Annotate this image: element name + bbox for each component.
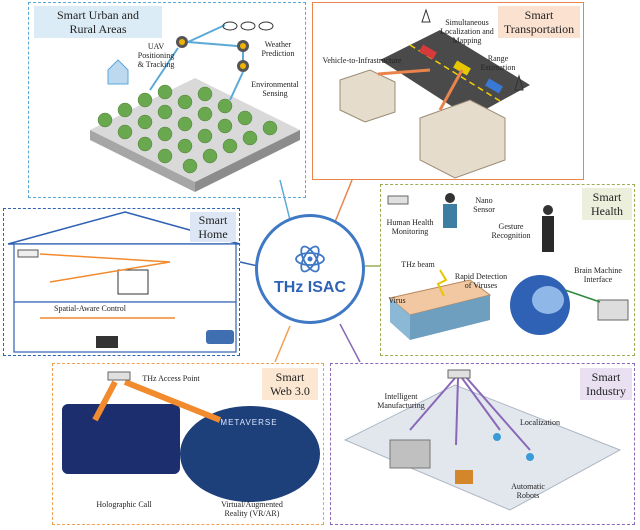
brain-head-icon: [510, 275, 629, 335]
panel-smart-urban: [28, 2, 306, 198]
title-smart-home: Smart Home: [190, 212, 236, 242]
panel-smart-health: [380, 184, 635, 356]
connector-transport: [334, 179, 353, 223]
label-metaverse: METAVERSE: [220, 418, 278, 427]
label-nano-sensor: Nano Sensor: [473, 196, 495, 214]
label-vr-ar: Virtual/Augmented Reality (VR/AR): [221, 500, 283, 518]
label-environmental-sensing: Environmental Sensing: [251, 80, 299, 98]
router-icon-health: [387, 195, 409, 205]
title-smart-urban: Smart Urban and Rural Areas: [34, 6, 162, 38]
title-smart-web: Smart Web 3.0: [262, 368, 318, 400]
house-illustration: [7, 211, 241, 353]
title-smart-health: Smart Health: [582, 188, 632, 220]
label-brain-machine-interface: Brain Machine Interface: [574, 266, 622, 284]
transport-buildings: [339, 68, 506, 179]
router-icon-industry: [447, 369, 471, 379]
label-rapid-detection: Rapid Detection of Viruses: [454, 272, 508, 290]
label-virus: Virus: [388, 296, 406, 305]
label-range-estimation: Range Estimation: [480, 54, 516, 72]
label-v2i: Vehicle-to-Infrastructure: [322, 56, 402, 65]
factory-floor: [343, 375, 622, 511]
connector-urban: [279, 179, 291, 221]
label-thz-beam: THz beam: [401, 260, 435, 269]
router-icon: [107, 371, 131, 381]
panel-smart-web: [52, 363, 324, 525]
panel-smart-home: [3, 208, 240, 356]
panel-smart-transportation: [312, 2, 584, 180]
label-automatic-robots: Automatic Robots: [511, 482, 545, 500]
hub-thz-isac: THz ISAC: [255, 214, 365, 324]
label-spatial-aware-control: Spatial-Aware Control: [54, 304, 126, 313]
metaverse-scenes: [62, 379, 320, 502]
panel-smart-industry: [330, 363, 635, 525]
cell-tower-icons: [421, 8, 524, 91]
city-icon: [107, 59, 129, 85]
title-smart-industry: Smart Industry: [580, 368, 632, 400]
connector-web: [274, 325, 291, 363]
label-intelligent-manufacturing: Intelligent Manufacturing: [377, 392, 425, 410]
label-slam: Simultaneous Localization and Mapping: [440, 18, 494, 45]
label-uav-positioning: UAV Positioning & Tracking: [137, 42, 175, 69]
title-smart-transportation: Smart Transportation: [498, 6, 580, 38]
hub-label: THz ISAC: [274, 279, 346, 296]
atom-icon: [295, 245, 325, 273]
label-thz-access-point: THz Access Point: [142, 374, 200, 383]
virus-detection-slab: [388, 269, 492, 340]
label-holographic-call: Holographic Call: [96, 500, 152, 509]
label-weather-prediction: Weather Prediction: [261, 40, 295, 58]
connector-industry: [339, 323, 361, 363]
label-gesture-recognition: Gesture Recognition: [491, 222, 531, 240]
weather-icons: [222, 21, 274, 31]
label-localization: Localization: [520, 418, 560, 427]
health-people: [443, 193, 554, 252]
label-human-health-monitoring: Human Health Monitoring: [386, 218, 434, 236]
road-illustration: [380, 30, 530, 118]
urban-field-illustration: [90, 78, 300, 192]
uav-drone-icons: [149, 24, 249, 101]
